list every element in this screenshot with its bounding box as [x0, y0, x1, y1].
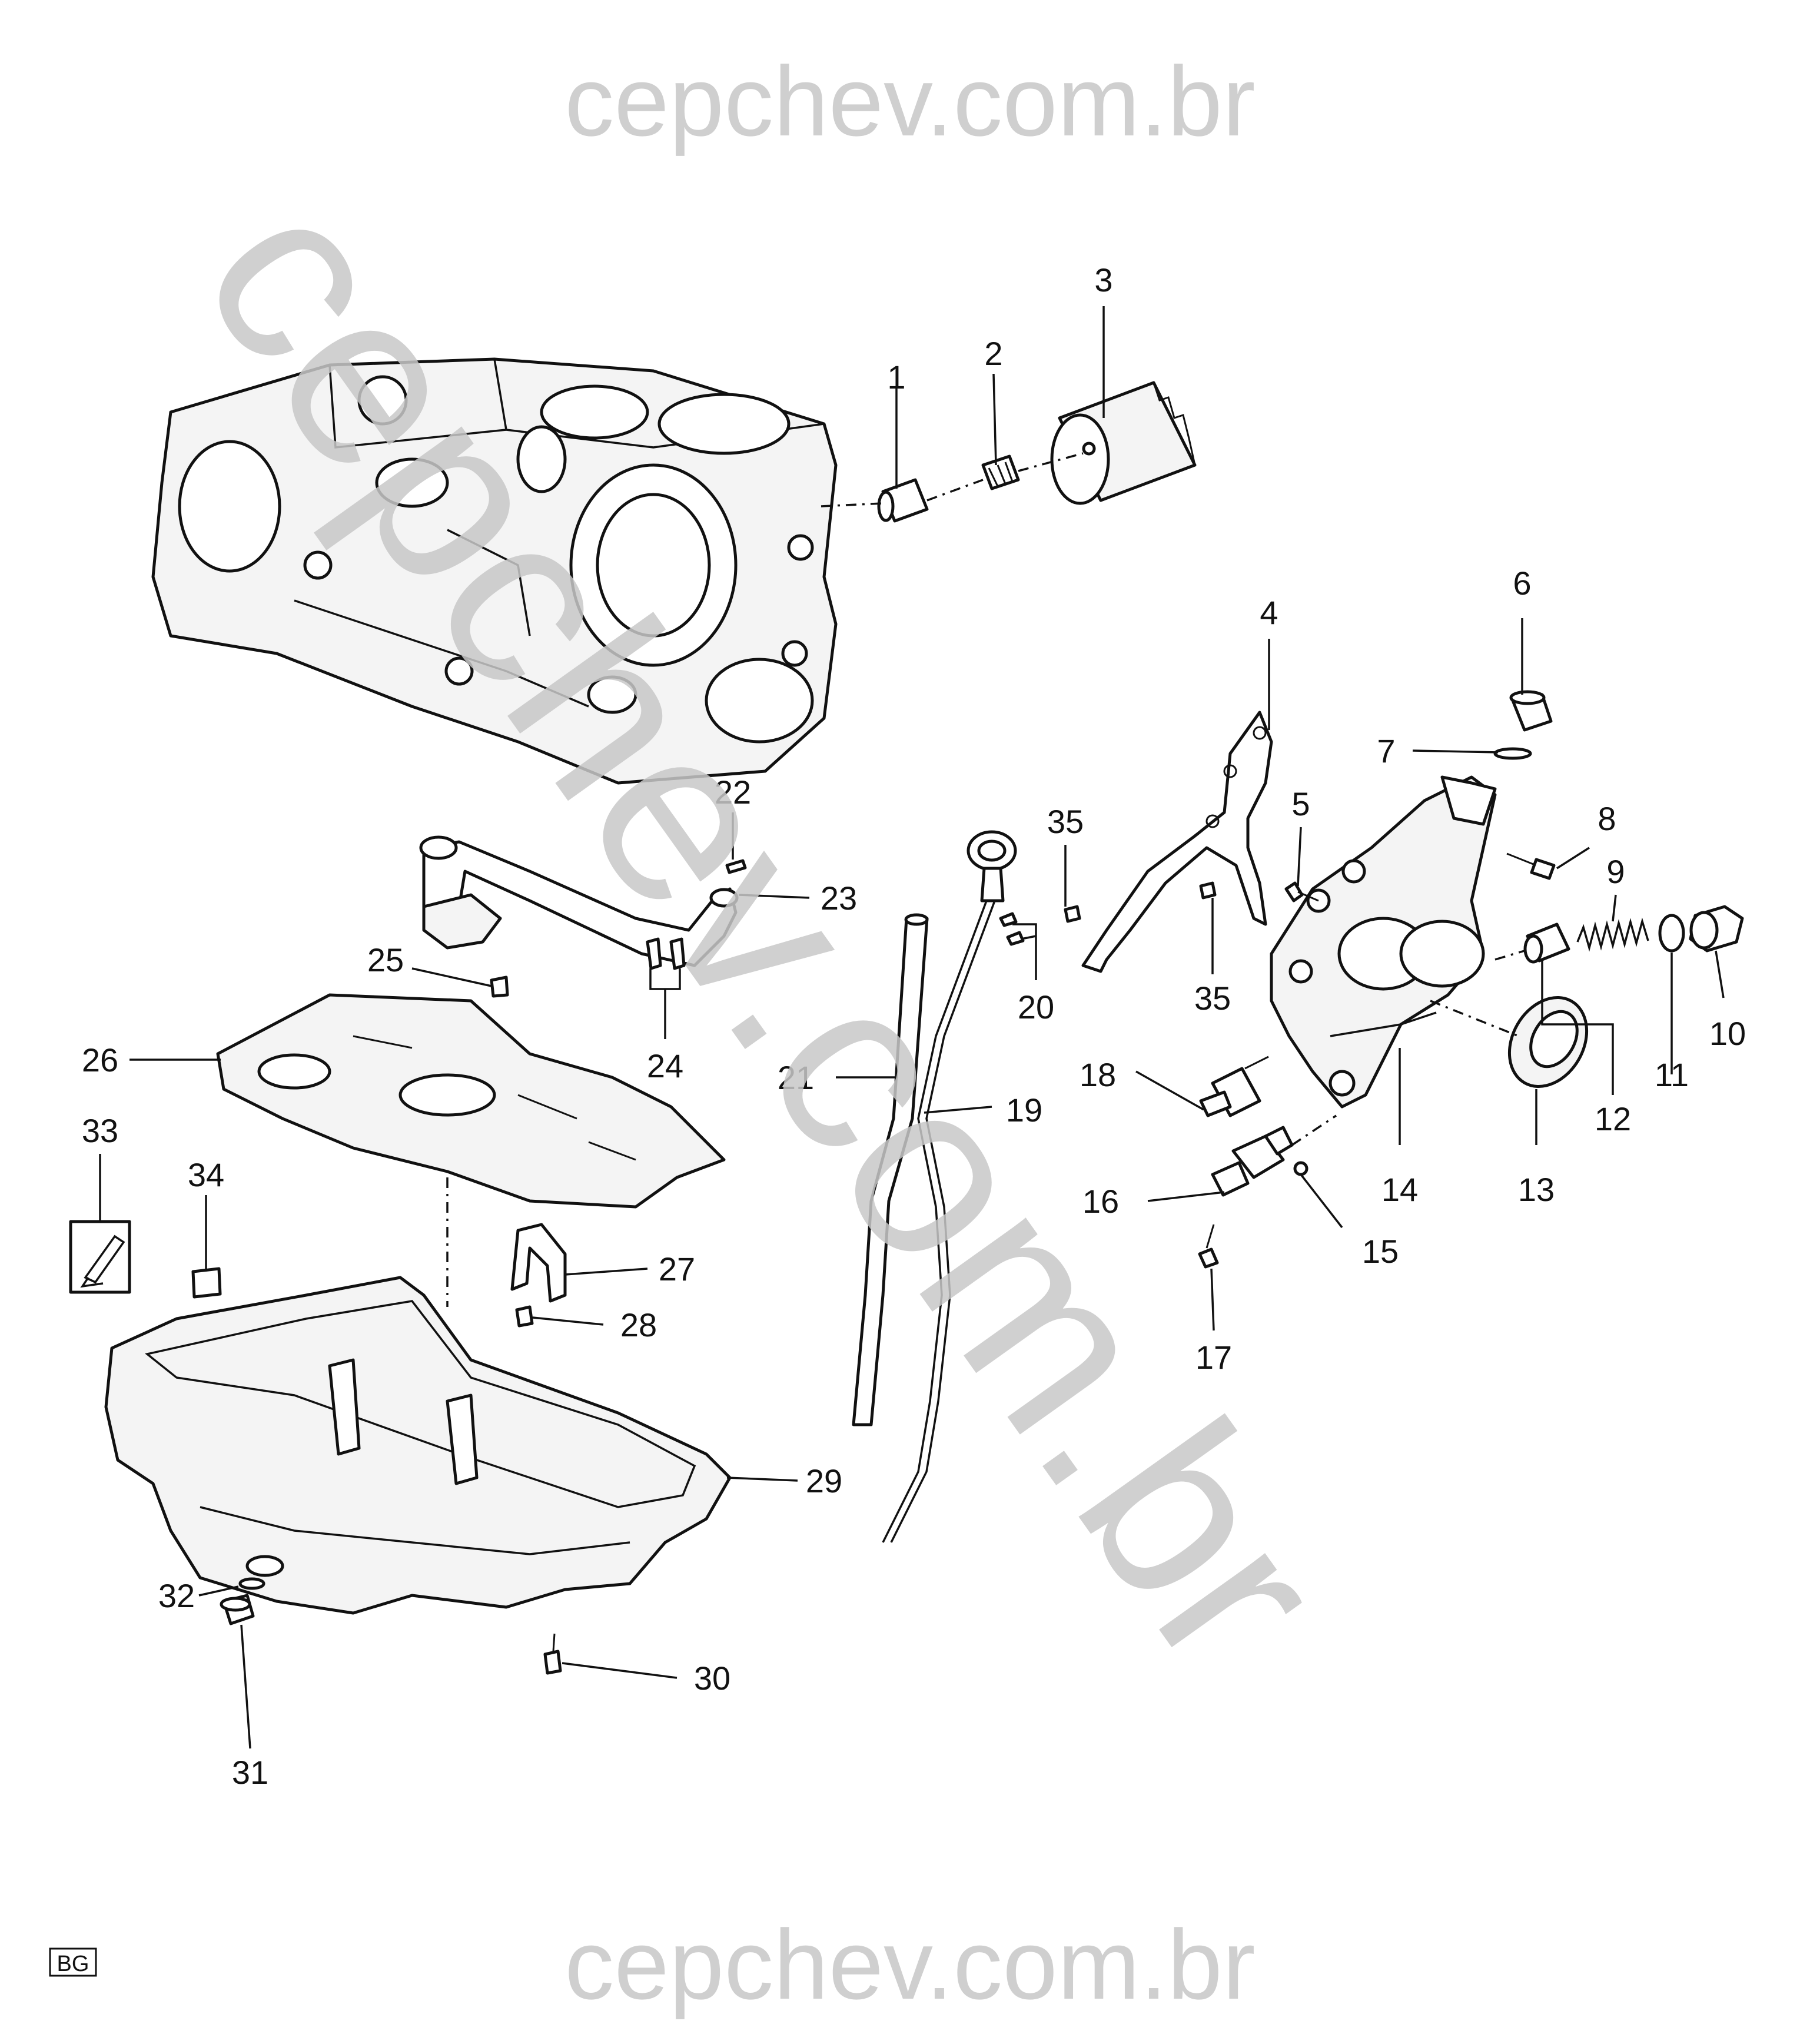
part-24-bolts — [646, 937, 686, 970]
callout-5: 5 — [1291, 785, 1310, 822]
part-20-clips — [999, 912, 1025, 946]
callout-18: 18 — [1080, 1056, 1116, 1093]
part-25-bolt — [490, 975, 509, 998]
callout-4: 4 — [1260, 594, 1278, 631]
corner-badge-text: BG — [57, 1952, 89, 1976]
part-27-bracket — [510, 1223, 567, 1303]
part-3-oil-filter — [1050, 381, 1197, 505]
callout-27: 27 — [659, 1250, 695, 1288]
part-31-drain-plug — [220, 1594, 255, 1625]
part-12-valve-piston — [1523, 923, 1570, 964]
part-21-dipstick-tube — [852, 913, 929, 1426]
callout-3: 3 — [1094, 261, 1112, 298]
part-13-seal — [1507, 996, 1589, 1088]
callout-17: 17 — [1195, 1339, 1232, 1376]
callout-2: 2 — [984, 335, 1002, 372]
callout-11: 11 — [1655, 1056, 1689, 1093]
part-2-nipple — [981, 454, 1020, 490]
callout-10: 10 — [1709, 1015, 1746, 1052]
callout-33: 33 — [82, 1112, 118, 1149]
axis-line-sensor — [1291, 1114, 1337, 1146]
part-6-cap — [1509, 690, 1553, 732]
watermark-top: cepchev.com.br — [564, 46, 1255, 157]
part-23-oil-pickup-tube — [419, 835, 739, 967]
part-35-dowel-right — [1199, 881, 1217, 900]
part-22-o-ring — [725, 859, 747, 874]
callout-35-right: 35 — [1194, 980, 1231, 1017]
part-4-gasket — [1081, 711, 1273, 973]
part-15-nut — [1293, 1161, 1308, 1176]
callout-31: 31 — [232, 1754, 268, 1791]
part-9-spring — [1576, 917, 1649, 952]
callout-1: 1 — [887, 359, 905, 396]
callout-23: 23 — [821, 880, 857, 917]
part-33-sealant-icon — [69, 1220, 131, 1294]
part-35-dowel-left — [1064, 905, 1081, 923]
part-8-bolt — [1506, 852, 1556, 880]
callout-35-left: 35 — [1047, 803, 1084, 840]
callout-21: 21 — [778, 1059, 814, 1096]
callout-20: 20 — [1018, 988, 1054, 1026]
callout-24: 24 — [647, 1047, 683, 1084]
callout-28: 28 — [620, 1306, 657, 1343]
callout-9: 9 — [1606, 853, 1625, 890]
callout-29: 29 — [806, 1462, 842, 1499]
part-17-bolt — [1198, 1224, 1219, 1269]
part-34-label — [191, 1267, 222, 1299]
part-26-baffle-plate — [216, 993, 726, 1209]
part-16-sensor — [1211, 1126, 1294, 1197]
part-14-oil-pump — [1270, 775, 1497, 1109]
callout-25: 25 — [367, 941, 404, 978]
part-30-bolt — [543, 1633, 562, 1675]
part-32-washer — [238, 1577, 265, 1590]
part-19-dipstick — [882, 830, 1017, 1543]
callout-13: 13 — [1518, 1171, 1555, 1208]
callout-26: 26 — [82, 1041, 118, 1079]
callout-6: 6 — [1513, 565, 1531, 602]
callout-7: 7 — [1377, 732, 1395, 769]
watermark-bottom: cepchev.com.br — [564, 1909, 1255, 2020]
callout-8: 8 — [1598, 800, 1616, 837]
callout-32: 32 — [158, 1577, 195, 1614]
callout-12: 12 — [1595, 1100, 1631, 1137]
part-11-washer — [1658, 914, 1685, 953]
part-29-oil-pan — [104, 1276, 732, 1615]
part-1-adapter — [877, 478, 929, 523]
part-28-bolt — [515, 1305, 534, 1328]
part-18-sender — [1199, 1056, 1269, 1117]
callout-22: 22 — [715, 774, 751, 811]
part-10-plug — [1689, 905, 1744, 953]
part-7-o-ring — [1493, 747, 1532, 760]
axis-line-pump-valve — [1430, 950, 1525, 1037]
callout-30: 30 — [694, 1660, 730, 1697]
callout-labels: 1 2 3 4 5 6 7 8 9 10 11 12 13 14 15 16 1… — [82, 261, 1746, 1791]
callout-19: 19 — [1006, 1091, 1042, 1129]
leader-lines — [99, 306, 1725, 1749]
callout-34: 34 — [188, 1156, 224, 1193]
callout-16: 16 — [1082, 1183, 1119, 1220]
axis-line-filter — [821, 452, 1084, 507]
callout-14: 14 — [1381, 1171, 1418, 1208]
callout-15: 15 — [1362, 1233, 1399, 1270]
part-5-bolt — [1284, 881, 1319, 902]
corner-badge: BG — [49, 1947, 97, 1977]
engine-block — [151, 357, 838, 785]
